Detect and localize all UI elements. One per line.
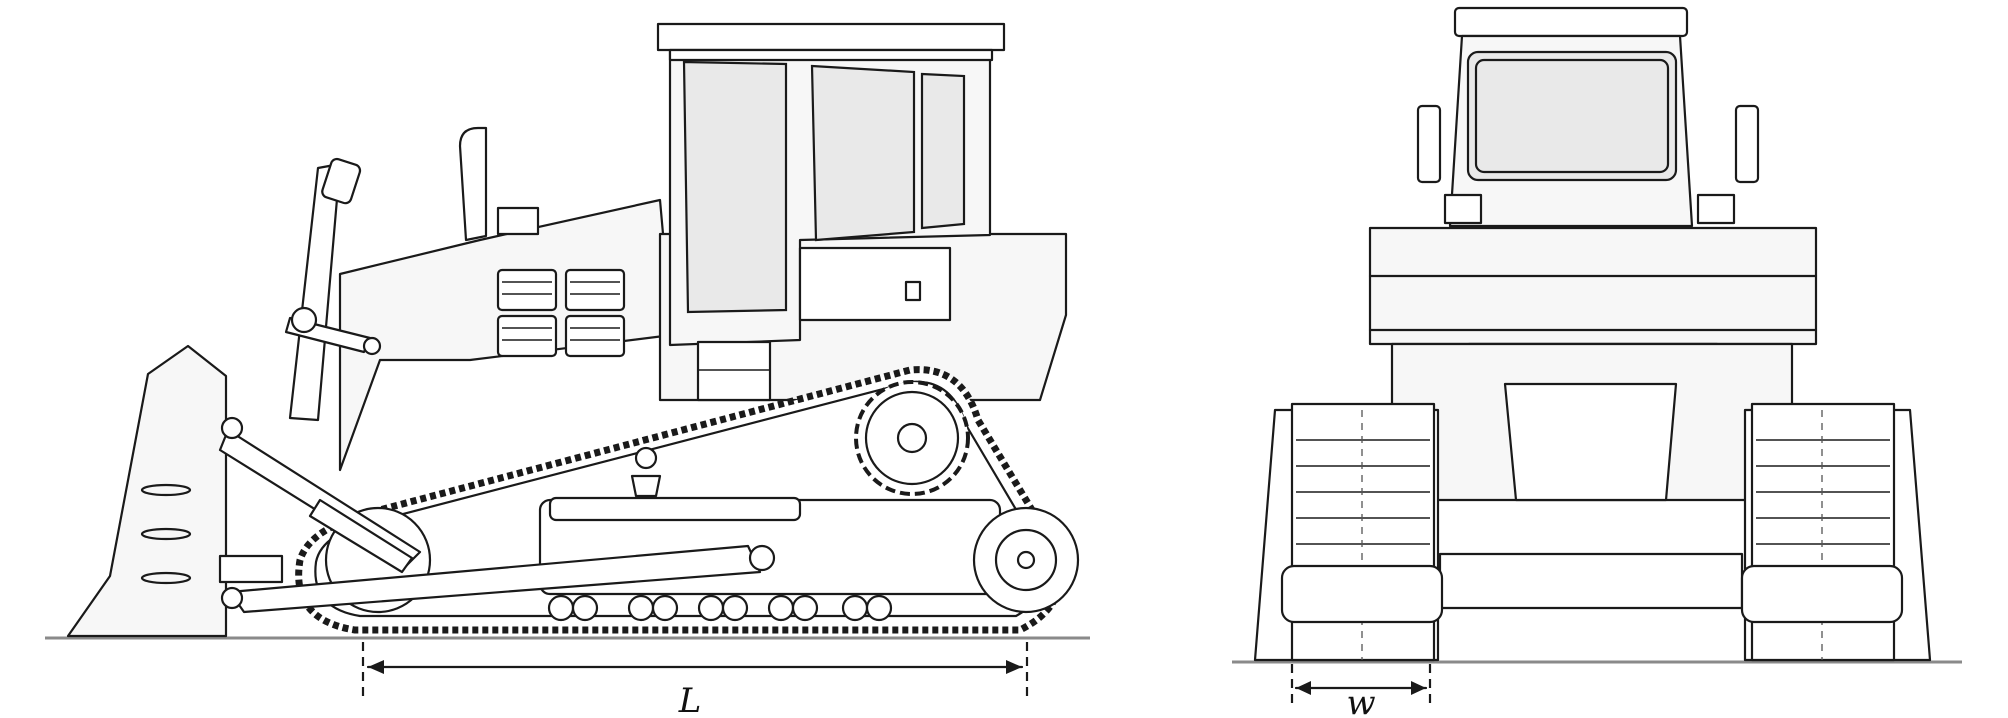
right-light (1696, 193, 1736, 225)
front-axle (1438, 552, 1744, 610)
cab-handle (904, 280, 922, 302)
lift-hook (634, 446, 658, 470)
air-intake (496, 206, 540, 236)
track-rollers (547, 594, 893, 622)
front-windshield (1466, 50, 1678, 182)
track-frame-top (548, 496, 802, 522)
front-radiator (1503, 382, 1678, 502)
left-light (1443, 193, 1483, 225)
track-length-label: L (678, 681, 702, 718)
cab-window-rear (920, 72, 966, 230)
blade-slots (140, 483, 192, 585)
lift-cylinder (288, 162, 342, 422)
track-width-dimension (1290, 664, 1432, 704)
side-grille (496, 268, 626, 358)
track-width-label: w (1346, 683, 1375, 718)
exhaust-stack (458, 126, 488, 242)
cab-window-front (682, 60, 788, 314)
right-track-guard (1740, 564, 1904, 624)
left-mirror (1416, 104, 1442, 184)
cab-steps (696, 340, 772, 402)
cab-side-panel (798, 246, 952, 322)
cab-window-door (810, 64, 916, 242)
right-mirror (1734, 104, 1760, 184)
cab-roof (656, 22, 1006, 52)
left-track-guard (1280, 564, 1444, 624)
bulldozer-front-view: w (1232, 6, 1962, 718)
cab-roof-edge (668, 48, 994, 62)
bulldozer-side-view: L (45, 22, 1090, 718)
tilt-cylinder (308, 498, 414, 574)
front-blade (1368, 226, 1818, 346)
front-cab-roof (1453, 6, 1689, 38)
track-length-dimension (361, 642, 1029, 696)
blade-mount (218, 554, 284, 584)
dozer-blade (66, 344, 228, 638)
